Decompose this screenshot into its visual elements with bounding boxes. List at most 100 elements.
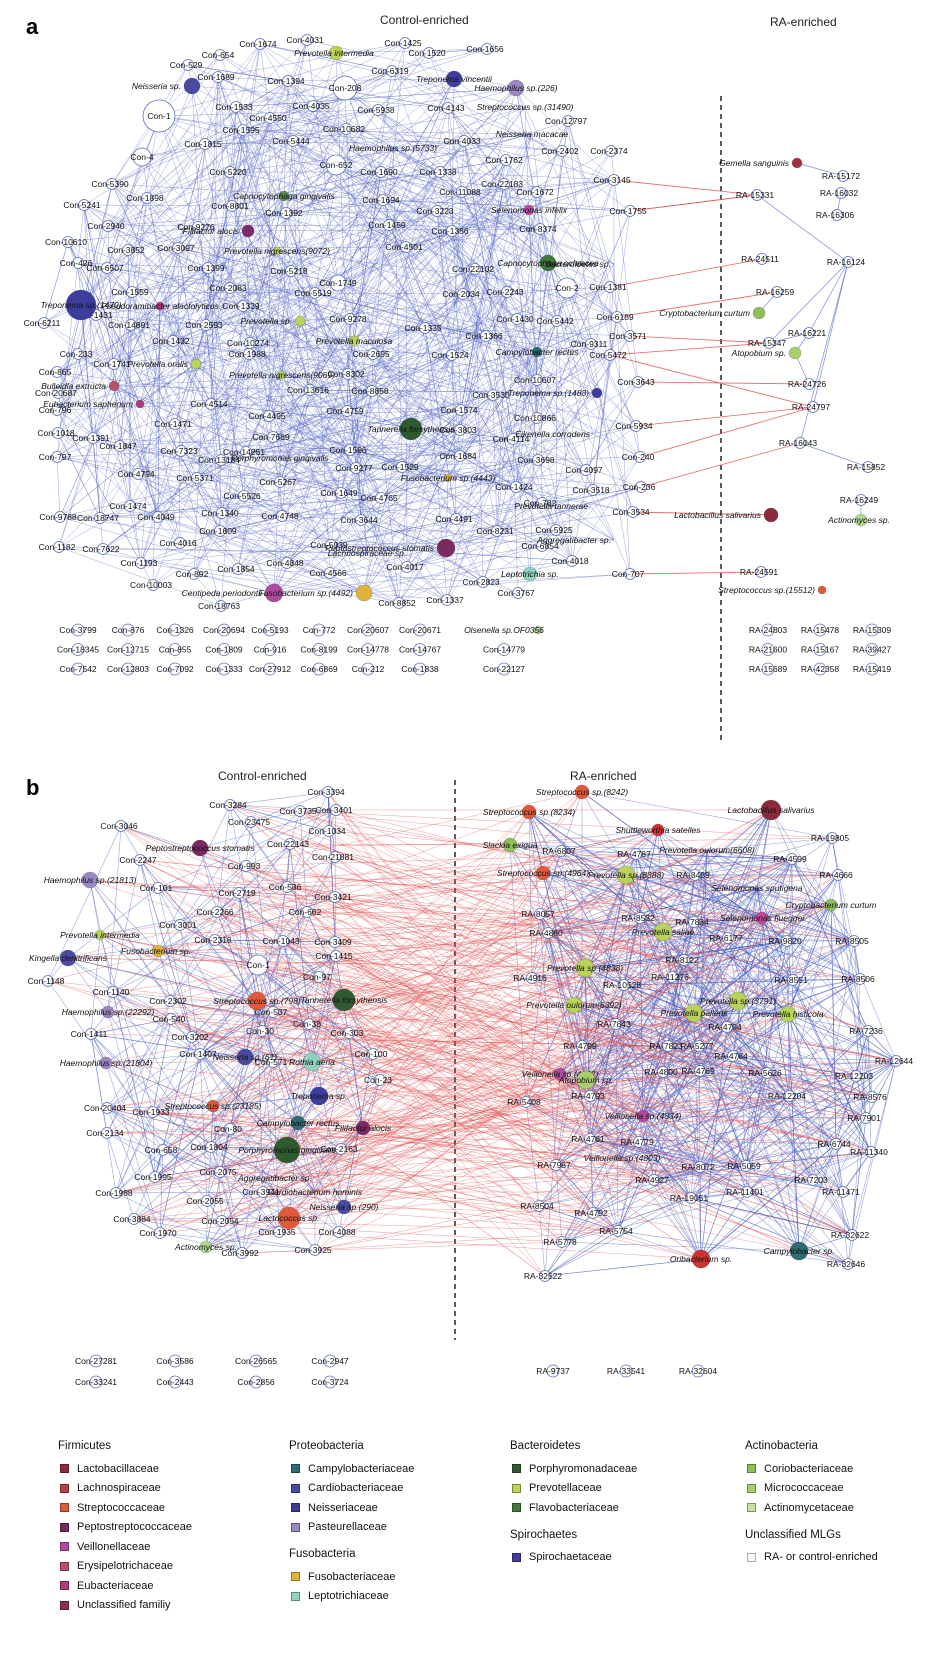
a-node-con-14251: Con-14251 bbox=[223, 446, 265, 458]
svg-text:RA-10528: RA-10528 bbox=[603, 980, 642, 990]
svg-text:Con-5371: Con-5371 bbox=[176, 473, 214, 483]
a-node-con-5220: Con-5220 bbox=[209, 166, 247, 178]
svg-text:Con-1970: Con-1970 bbox=[139, 1228, 177, 1238]
b-node-ra-4769: RA-4769 bbox=[681, 1065, 715, 1077]
svg-text:Con-2083: Con-2083 bbox=[209, 283, 247, 293]
a-single-node-ra-15419: RA-15419 bbox=[853, 662, 892, 676]
legend-swatch bbox=[747, 1503, 756, 1513]
b-node-oribacterium-sp: Oribacterium sp. bbox=[670, 1249, 732, 1269]
legend-phylum-label: Spirochaetes bbox=[510, 1528, 578, 1541]
a-node-pseudoramibacter-alactolyticus: Pseudoramibacter alactolyticus bbox=[101, 301, 219, 311]
a-single-node-con-3799: Con-3799 bbox=[59, 623, 97, 637]
b-node-ra-32646: RA-32646 bbox=[827, 1258, 865, 1270]
svg-text:Con-3223: Con-3223 bbox=[416, 206, 454, 216]
svg-text:Leptotrichia sp.: Leptotrichia sp. bbox=[501, 569, 559, 579]
svg-text:RA-15689: RA-15689 bbox=[749, 664, 788, 674]
legend-swatch bbox=[60, 1581, 69, 1591]
svg-text:RA-15419: RA-15419 bbox=[853, 664, 892, 674]
b-node-ra-12203: RA-12203 bbox=[835, 1070, 873, 1082]
svg-text:Con-5526: Con-5526 bbox=[223, 491, 261, 501]
a-node-con-3767: Con-3767 bbox=[497, 587, 535, 599]
a-node-con-4018: Con-4018 bbox=[551, 555, 589, 567]
svg-text:Con-8199: Con-8199 bbox=[300, 645, 338, 655]
b-node-ra-7236: RA-7236 bbox=[849, 1025, 883, 1037]
svg-text:RA-5059: RA-5059 bbox=[727, 1161, 761, 1171]
svg-text:Con-4033: Con-4033 bbox=[443, 136, 481, 146]
svg-text:Con-4748: Con-4748 bbox=[261, 511, 299, 521]
a-node-con-1337: Con-1337 bbox=[426, 594, 464, 606]
svg-text:Prevotella nigrescens(9072): Prevotella nigrescens(9072) bbox=[224, 246, 330, 256]
svg-text:Con-1339: Con-1339 bbox=[222, 301, 260, 311]
svg-text:Con-1689: Con-1689 bbox=[197, 72, 235, 82]
b-node-con-2075: Con-2075 bbox=[199, 1166, 237, 1178]
svg-text:Con-5220: Con-5220 bbox=[209, 167, 247, 177]
svg-text:Con-7323: Con-7323 bbox=[160, 446, 198, 456]
a-node-con-1520: Con-1520 bbox=[408, 47, 446, 59]
svg-text:Con-5938: Con-5938 bbox=[357, 105, 395, 115]
b-node-ra-4800: RA-4800 bbox=[644, 1066, 678, 1078]
a-node-cryptobacterium-curtum: Cryptobacterium curtum bbox=[659, 306, 766, 320]
legend-item-veillonellaceae: Veillonellaceae bbox=[58, 1537, 192, 1557]
a-single-node-ra-39427: RA-39427 bbox=[853, 643, 891, 656]
svg-text:RA-4800: RA-4800 bbox=[644, 1067, 678, 1077]
a-node-con-1391: Con-1391 bbox=[72, 432, 110, 444]
a-node-con-1: Con-1 bbox=[142, 99, 176, 133]
svg-text:Con-4016: Con-4016 bbox=[159, 538, 197, 548]
svg-text:RA-4793: RA-4793 bbox=[571, 1091, 605, 1101]
a-node-con-1430: Con-1430 bbox=[496, 313, 534, 325]
svg-text:Con-3046: Con-3046 bbox=[100, 821, 138, 831]
panel-a: a Control-enriched RA-enriched Con-1Con-… bbox=[24, 13, 892, 741]
b-node-con-3001: Con-3001 bbox=[159, 919, 197, 931]
svg-text:Con-2402: Con-2402 bbox=[541, 146, 579, 156]
a-node-con-13616: Con-13616 bbox=[287, 384, 329, 396]
svg-text:RA-24591: RA-24591 bbox=[740, 567, 779, 577]
a-node-ra-15172: RA-15172 bbox=[822, 170, 860, 182]
svg-text:Con-707: Con-707 bbox=[612, 569, 645, 579]
svg-text:Con-1: Con-1 bbox=[147, 111, 170, 121]
a-node-con-1529: Con-1529 bbox=[381, 461, 419, 473]
a-node-con-1399: Con-1399 bbox=[187, 262, 225, 274]
b-node-porphyromonas-gingivalis: Porphyromonas gingivalis bbox=[238, 1136, 336, 1164]
b-node-ra-7203: RA-7203 bbox=[794, 1174, 828, 1186]
svg-text:Streptococcus sp.(4964): Streptococcus sp.(4964) bbox=[497, 868, 589, 878]
a-single-node-con-1326: Con-1326 bbox=[156, 623, 194, 637]
svg-text:Oribacterium sp.: Oribacterium sp. bbox=[670, 1254, 732, 1264]
b-node-con-1148: Con-1148 bbox=[28, 975, 65, 987]
svg-text:Con-18345: Con-18345 bbox=[57, 645, 99, 655]
b-node-selenomonas-flueggei: Selenomonas flueggei bbox=[720, 911, 805, 925]
a-node-con-1672: Con-1672 bbox=[516, 186, 554, 198]
svg-text:Con-4018: Con-4018 bbox=[551, 556, 589, 566]
a-node-actinomyces-sp: Actinomyces sp. bbox=[827, 513, 890, 527]
a-node-leptotrichia-sp: Leptotrichia sp. bbox=[501, 566, 559, 582]
b-node-streptococcus-sp-8234: Streptococcus sp.(8234) bbox=[483, 804, 575, 820]
legend-family-label: Veillonellaceae bbox=[77, 1540, 151, 1553]
b-node-neisseria-sp-290: Neisseria sp.(290) bbox=[310, 1199, 379, 1215]
svg-text:Con-426: Con-426 bbox=[60, 258, 93, 268]
b-node-con-1970: Con-1970 bbox=[139, 1227, 177, 1239]
legend-family-label: Streptococcaceae bbox=[77, 1501, 166, 1514]
svg-text:Con-2719: Con-2719 bbox=[218, 888, 256, 898]
b-node-ra-19051: RA-19051 bbox=[670, 1192, 708, 1204]
b-node-ra-7843: RA-7843 bbox=[597, 1018, 631, 1030]
svg-text:Con-2302: Con-2302 bbox=[149, 996, 187, 1006]
svg-text:Con-4848: Con-4848 bbox=[266, 558, 304, 568]
b-node-con-1034: Con-1034 bbox=[308, 825, 346, 837]
b-node-rothia-aeria: Rothia aeria bbox=[289, 1052, 335, 1072]
svg-text:Con-3097: Con-3097 bbox=[157, 243, 195, 253]
svg-text:Con-10610: Con-10610 bbox=[45, 237, 87, 247]
svg-text:Streptococcus sp.(15512): Streptococcus sp.(15512) bbox=[718, 585, 815, 595]
a-single-node-con-8199: Con-8199 bbox=[300, 643, 338, 656]
a-node-haemophilus-sp-226: Haemophilus sp.(226) bbox=[474, 79, 558, 97]
svg-text:Con-1431: Con-1431 bbox=[75, 310, 113, 320]
svg-text:RA-11401: RA-11401 bbox=[726, 1187, 764, 1197]
a-node-con-2: Con-2 bbox=[555, 277, 579, 299]
b-node-con-536: Con-536 bbox=[269, 881, 302, 893]
b-node-con-30: Con-30 bbox=[246, 1025, 274, 1037]
a-node-con-1182: Con-1182 bbox=[39, 541, 76, 553]
svg-text:RA-8489: RA-8489 bbox=[676, 870, 710, 880]
a-node-con-5938: Con-5938 bbox=[357, 104, 395, 116]
b-node-con-3284: Con-3284 bbox=[209, 799, 247, 811]
legend-phylum-label: Unclassified MLGs bbox=[745, 1528, 841, 1541]
